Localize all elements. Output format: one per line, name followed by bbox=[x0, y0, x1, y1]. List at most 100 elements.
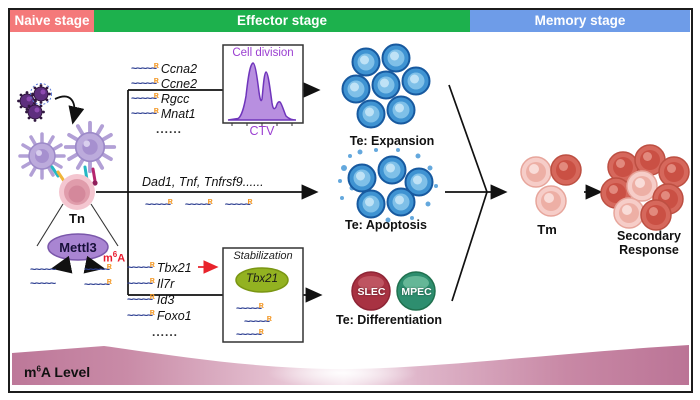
gene-label: Rgcc bbox=[160, 91, 190, 106]
te-apoptosis-label: Te: Apoptosis bbox=[345, 218, 427, 232]
m6a-mark-icon: ʀ bbox=[247, 195, 253, 206]
m6a-mark-icon: ʀ bbox=[106, 260, 112, 271]
stage-header-memory: Memory stage bbox=[470, 10, 690, 32]
te-expansion-label: Te: Expansion bbox=[349, 134, 435, 148]
slec-label: SLEC bbox=[357, 286, 386, 298]
cell-division-box bbox=[222, 44, 304, 126]
mpec-label: MPEC bbox=[401, 286, 432, 298]
infection-arrow bbox=[54, 95, 85, 125]
rna-strand-methylated: ~~~~~ʀ bbox=[84, 260, 112, 277]
mettl3-label: Mettl3 bbox=[59, 240, 97, 255]
m6a-level-base: m bbox=[24, 364, 37, 380]
m6a-mark-icon: ʀ bbox=[153, 89, 159, 100]
rna-wave-icon: ~~~~~ bbox=[30, 263, 56, 276]
tbx21-protein bbox=[235, 267, 289, 293]
apoptosis-rna-row: ~~~~~ʀ ~~~~~ʀ ~~~~~ʀ bbox=[145, 196, 253, 211]
secondary-response-cells bbox=[600, 144, 690, 231]
figure-frame bbox=[8, 8, 693, 393]
tn-cell bbox=[59, 174, 95, 210]
m6a-level-tail: A Level bbox=[40, 364, 91, 380]
m6a-mark-icon: ʀ bbox=[149, 306, 155, 317]
slec-cell bbox=[351, 271, 391, 311]
rna-wave-icon: ~~~~~ bbox=[244, 315, 270, 328]
m6a-mark-icon: ʀ bbox=[149, 290, 155, 301]
rna-strand-methylated: ~~~~~ʀ bbox=[84, 275, 112, 292]
rna-wave-icon: ~~~~~ bbox=[131, 107, 157, 120]
ellipsis: ...... bbox=[152, 325, 179, 339]
rna-wave-icon: ~~~~~ bbox=[145, 198, 171, 211]
cell-division-title: Cell division bbox=[232, 47, 294, 59]
stabilization-title: Stabilization bbox=[233, 250, 293, 262]
m6a-mark-icon: ʀ bbox=[258, 325, 264, 336]
stage-header-naive: Naive stage bbox=[10, 10, 94, 32]
tm-cells bbox=[520, 154, 582, 217]
m6a-mark-icon: ʀ bbox=[153, 104, 159, 115]
ellipsis: ...... bbox=[156, 122, 183, 136]
gene-label: Tbx21 bbox=[156, 260, 192, 275]
rna-wave-icon: ~~~~~ bbox=[236, 302, 262, 315]
rna-wave-icon: ~~~~~ bbox=[127, 309, 153, 322]
pathway-lines bbox=[96, 82, 603, 303]
secondary-response-label: Secondary Response bbox=[599, 229, 699, 257]
m6a-base: m bbox=[103, 252, 113, 265]
dendritic-cells bbox=[18, 120, 117, 180]
te-apoptosis-cells bbox=[338, 148, 438, 223]
m6a-mark-icon: ʀ bbox=[153, 74, 159, 85]
gene-label: Foxo1 bbox=[156, 308, 192, 323]
m6a-mark-icon: ʀ bbox=[106, 275, 112, 286]
tbx21-protein-label: Tbx21 bbox=[246, 273, 278, 285]
rna-wave-icon: ~~~~~ bbox=[30, 277, 56, 290]
apoptosis-genes: Dad1, Tnf, Tnfrsf9...... bbox=[142, 175, 264, 189]
m6a-level-band bbox=[12, 345, 689, 388]
secondary-line1: Secondary bbox=[617, 229, 681, 243]
rna-wave-icon: ~~~~~ bbox=[84, 263, 110, 276]
rna-strand: ~~~~~ bbox=[30, 262, 56, 277]
rna-wave-icon: ~~~~~ bbox=[84, 278, 110, 291]
te-expansion-cells bbox=[341, 43, 431, 129]
rna-wave-icon: ~~~~~ bbox=[224, 198, 251, 211]
stabilization-box bbox=[222, 247, 304, 343]
m6a-mark-icon: ʀ bbox=[258, 299, 264, 310]
m6a-tail: A bbox=[117, 252, 126, 265]
stabilized-rna: ~~~~~ʀ bbox=[236, 325, 264, 342]
virus-cluster bbox=[16, 83, 52, 123]
rna-wave-icon: ~~~~~ bbox=[184, 198, 211, 211]
rna-strand: ~~~~~ bbox=[30, 276, 56, 291]
rna-wave-icon: ~~~~~ bbox=[131, 62, 157, 75]
m6a-mark-icon: ʀ bbox=[149, 258, 155, 269]
m6a-mark-icon: ʀ bbox=[207, 195, 213, 206]
secondary-line2: Response bbox=[619, 243, 679, 257]
m6a-mark-icon: ʀ bbox=[167, 195, 173, 206]
ctv-axis-label: CTV bbox=[249, 124, 275, 138]
gene-label: Il7r bbox=[156, 276, 175, 291]
stage-header-effector: Effector stage bbox=[94, 10, 470, 32]
stabilized-rna: ~~~~~ʀ bbox=[244, 312, 272, 329]
rna-wave-icon: ~~~~~ bbox=[131, 92, 157, 105]
methylation-arrows bbox=[51, 255, 105, 274]
ctv-histogram bbox=[227, 62, 297, 121]
gene-label: Ccna2 bbox=[160, 61, 198, 76]
te-differentiation-label: Te: Differentiation bbox=[335, 313, 443, 327]
rna-wave-icon: ~~~~~ bbox=[127, 277, 153, 290]
m6a-mark-icon: ʀ bbox=[266, 312, 272, 323]
rna-wave-icon: ~~~~~ bbox=[127, 293, 153, 306]
m6a-mark-icon: ʀ bbox=[153, 59, 159, 70]
m6a-level-label: m6A Level bbox=[24, 364, 90, 380]
m6a-sup: 6 bbox=[112, 250, 118, 259]
m6a-mark-icon: ʀ bbox=[149, 274, 155, 285]
tm-label: Tm bbox=[537, 222, 557, 237]
rna-wave-icon: ~~~~~ bbox=[236, 328, 262, 341]
gene-label: Mnat1 bbox=[160, 106, 196, 121]
stabilized-rna: ~~~~~ʀ bbox=[236, 299, 264, 316]
gene-label: Id3 bbox=[156, 292, 175, 307]
